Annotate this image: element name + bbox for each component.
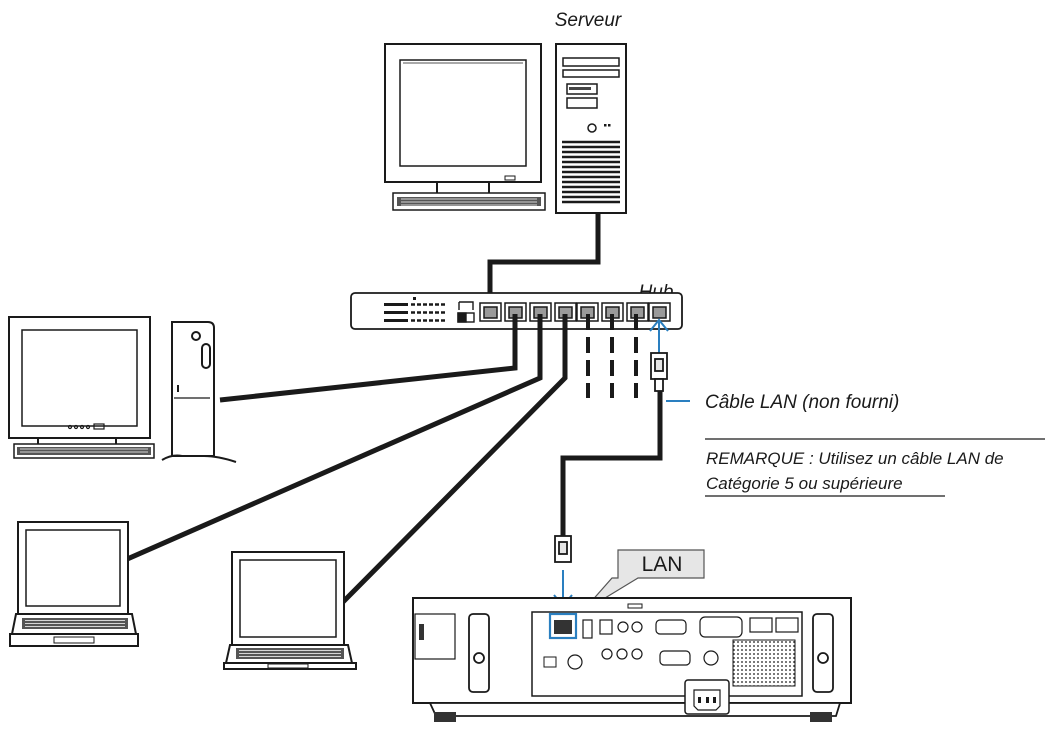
lan-callout-label: LAN bbox=[642, 553, 683, 576]
monitor-icon bbox=[384, 43, 542, 209]
hub-led-panel bbox=[384, 297, 445, 322]
client-cables bbox=[123, 314, 568, 605]
projector-rear-panel-icon bbox=[412, 597, 852, 722]
note-block: REMARQUE : Utilisez un câble LAN de Caté… bbox=[705, 438, 1045, 497]
server-hub-cable bbox=[487, 213, 601, 310]
cable-label: Câble LAN (non fourni) bbox=[705, 392, 899, 413]
hub-ports bbox=[479, 302, 671, 322]
laptop-icon-2 bbox=[223, 551, 357, 670]
rj45-connector-icon-2 bbox=[554, 535, 572, 563]
lan-cable-to-projector bbox=[553, 318, 669, 608]
server-tower-icon bbox=[555, 43, 627, 214]
desktop-tower-icon bbox=[161, 321, 237, 463]
desktop-keyboard-icon bbox=[13, 443, 155, 459]
keyboard-icon bbox=[392, 192, 546, 211]
cable-callout: Câble LAN (non fourni) bbox=[666, 392, 899, 413]
dashed-cables bbox=[586, 314, 638, 398]
server-group: Serveur bbox=[384, 10, 627, 214]
note-line-1: REMARQUE : Utilisez un câble LAN de bbox=[706, 449, 1004, 468]
lan-callout: LAN bbox=[581, 549, 705, 613]
note-line-2: Catégorie 5 ou supérieure bbox=[706, 474, 903, 493]
laptop-icon bbox=[9, 521, 139, 647]
hub-uplink-switch bbox=[457, 301, 475, 323]
rj45-connector-icon bbox=[650, 352, 668, 392]
network-hub-icon: Hub bbox=[350, 282, 683, 330]
desktop-pc-icon bbox=[8, 316, 237, 463]
server-label: Serveur bbox=[555, 10, 622, 31]
